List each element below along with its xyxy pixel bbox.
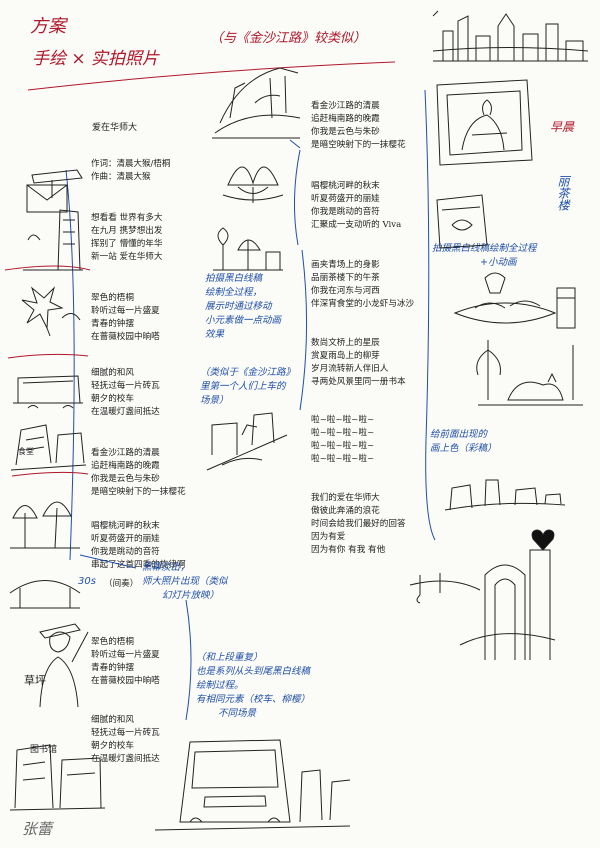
sketch-city-skyline bbox=[432, 10, 589, 62]
right-stanza-5: 啦~啦~啦~啦~啦~啦~啦~啦~啦~啦~啦~啦~啦~啦~啦~啦~ bbox=[311, 415, 375, 464]
sketch-dormitory bbox=[23, 209, 83, 271]
sketch-bridge-river bbox=[9, 580, 81, 609]
sketch-breakfast-window bbox=[436, 79, 533, 166]
sketch-campus-bus bbox=[13, 375, 83, 409]
label-canteen: 食堂 bbox=[18, 447, 34, 456]
sketch-cat-garden bbox=[476, 340, 583, 406]
right-stanza-1: 看金沙江路的清晨追赶梅南路的晚霞你我是云色与朱砂是暗空映射下的一抹樱花 bbox=[311, 101, 406, 150]
right-stanza-4: 数尚文桥上的星辰赏夏雨岛上的柳芽岁月流转新人伴旧人寻两处风景里同一册书本 bbox=[311, 338, 406, 387]
label-library: 图书馆 bbox=[30, 745, 58, 755]
song-title: 爱在华师大 bbox=[92, 123, 138, 133]
song-credits: 作词：清晨大猴/梧桐 作曲：清晨大猴 bbox=[91, 158, 170, 184]
interlude-label: （间奏） bbox=[104, 579, 139, 589]
left-stanza-7: 细腻的和风轻抚过每一片砖瓦朝夕的校车在温暖灯盏间抵达 bbox=[91, 715, 160, 764]
label-lawn: 草坪 bbox=[24, 674, 46, 687]
sketch-campus-building bbox=[9, 744, 106, 811]
label-teahouse: 丽茶楼 bbox=[556, 175, 570, 211]
sketch-music-gate bbox=[409, 549, 556, 660]
left-stanza-3: 细腻的和风轻抚过每一片砖瓦朝夕的校车在温暖灯盏间抵达 bbox=[91, 368, 160, 417]
heart-icon bbox=[531, 529, 555, 551]
left-stanza-4: 看金沙江路的清晨追赶梅南路的晚霞你我是云色与朱砂是暗空映射下的一抹樱花 bbox=[91, 448, 186, 497]
sketch-canteen-food bbox=[453, 272, 576, 329]
sketch-library bbox=[10, 424, 87, 471]
note-line-art-animation: 拍摄黑白线稿绘制全过程，展示时通过移动小元素做一点动画效果 bbox=[205, 273, 282, 340]
credit-lyricist: 作词：清晨大猴/梧桐 bbox=[91, 159, 171, 169]
note-interlude-30s: 30s bbox=[78, 576, 96, 587]
sketch-lotus bbox=[222, 166, 284, 203]
sketch-teahouse bbox=[436, 194, 488, 249]
document-subtitle: 手绘 × 实拍照片 bbox=[32, 49, 160, 69]
left-stanza-2: 翠色的梧桐聆听过每一片盛夏青春的钟摆在蔷薇校园中晌嗒 bbox=[91, 293, 160, 342]
author-signature: 张蕾 bbox=[22, 820, 53, 838]
sketch-signpost bbox=[31, 169, 83, 198]
right-stanza-2: 唱樱桃河畔的秋末听夏荷盛开的丽娃你我是跳动的音符汇聚成一支动听的 Viva bbox=[311, 181, 402, 230]
sketch-park bbox=[213, 227, 283, 271]
note-repeat-section: （和上段重复）也是系列从头到尾黑白线稿绘制过程。有相同元素（校车、柳樱）不同场景 bbox=[196, 652, 311, 719]
sketch-graduate-figure bbox=[39, 623, 89, 708]
note-fade-photos: 黑幕淡出，师大照片出现（类似幻灯片放映） bbox=[142, 562, 228, 601]
sketch-cherry-trees bbox=[10, 501, 80, 549]
right-stanza-3: 画夹青场上的身影品丽茶楼下的午茶你我在河东与河西伴深宵食堂的小龙虾与冰沙 bbox=[311, 260, 415, 309]
sketch-campus-skyline bbox=[444, 479, 566, 511]
credit-composer: 作曲：清晨大猴 bbox=[91, 172, 151, 182]
label-breakfast: 早晨 bbox=[550, 120, 575, 134]
note-reference-scene: （类似于《金沙江路》里第一个人们上车的场景） bbox=[200, 367, 296, 406]
document-title: 方案 bbox=[30, 16, 66, 37]
reference-note: （与《金沙江路》较类似） bbox=[210, 31, 367, 46]
sketch-maple-leaves bbox=[21, 286, 81, 337]
sketch-school-bus bbox=[154, 739, 351, 831]
envelope-icon bbox=[26, 184, 68, 213]
left-stanza-1: 想看看 世界有多大在九月 携梦想出发挥别了 懵懂的年华新一站 爱在华师大 bbox=[91, 213, 163, 262]
sketch-street-scene bbox=[206, 412, 288, 471]
header-underline bbox=[27, 61, 396, 91]
sketch-river-bridge bbox=[212, 67, 301, 139]
left-stanza-6: 翠色的梧桐聆听过每一片盛夏青春的钟摆在蔷薇校园中晌嗒 bbox=[91, 637, 160, 686]
right-stanza-6: 我们的爱在华师大傲彼此奔涌的浪花时间会给我们最好的回答因为有爱因为有你 有我 有… bbox=[311, 493, 406, 555]
left-stanza-5: 唱樱桃河畔的秋末听夏荷盛开的丽娃你我是跳动的音符串起了这首四季的旋律啊 bbox=[91, 521, 186, 570]
note-canteen-animation: 拍摄黑白线稿绘制全过程+小动画 bbox=[432, 243, 537, 268]
note-coloring: 给前面出现的画上色（彩稿） bbox=[430, 429, 497, 454]
